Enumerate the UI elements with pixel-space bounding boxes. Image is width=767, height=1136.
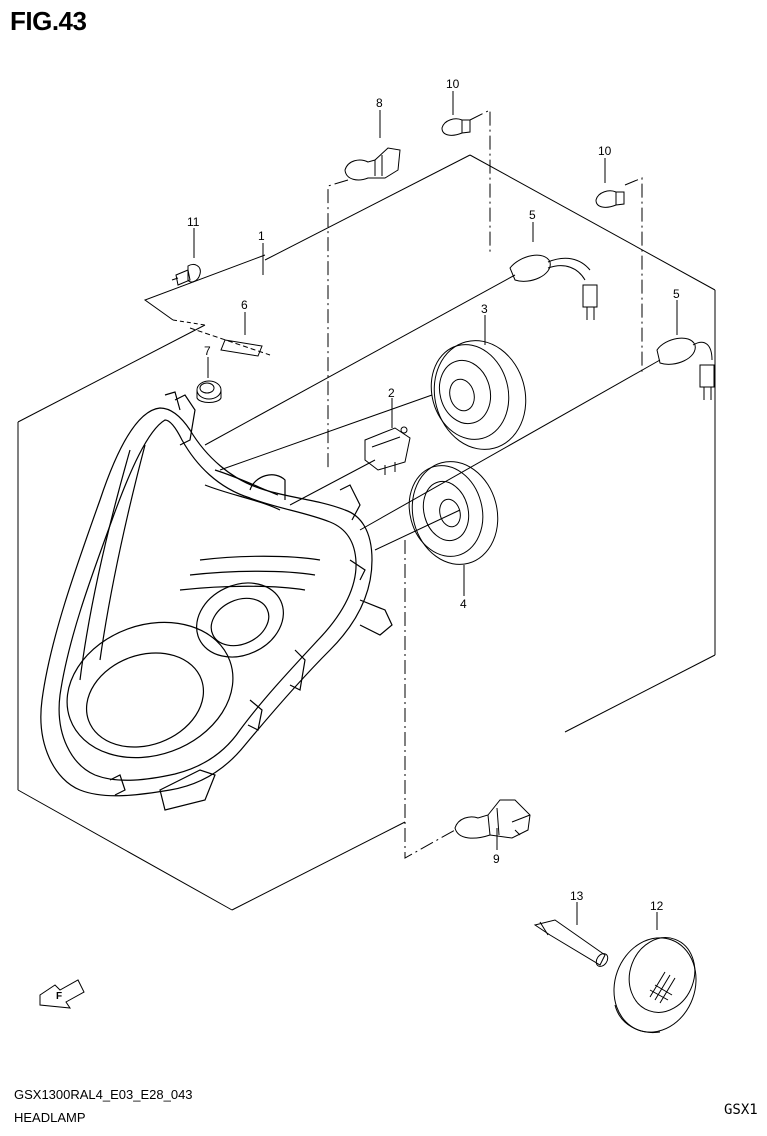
small-bulb-part-10a (441, 118, 471, 136)
bulb-part-9 (454, 799, 531, 839)
screw-part-11 (171, 263, 201, 286)
socket-part-2 (364, 426, 411, 475)
label-part-6 (220, 339, 263, 357)
front-direction-arrow-icon (39, 979, 85, 1009)
wired-socket-part-5b (656, 337, 715, 400)
part-label-10b: 10 (598, 144, 612, 158)
part-label-12: 12 (650, 899, 664, 913)
headlamp-housing (40, 391, 393, 811)
figure-code: GSX1300RAL4_E03_E28_043 (14, 1087, 193, 1102)
small-bulb-part-10b (595, 190, 625, 208)
figure-title: FIG.43 (10, 6, 87, 36)
bulb-part-8 (344, 147, 401, 181)
grommet-part-7 (196, 380, 222, 403)
wired-socket-part-5a (509, 254, 598, 320)
figure-name: HEADLAMP (14, 1110, 86, 1125)
part-label-4: 4 (460, 597, 467, 611)
leader-lines (193, 91, 678, 930)
part-label-6: 6 (241, 298, 248, 312)
part-label-9: 9 (493, 852, 500, 866)
part-label-13: 13 (570, 889, 584, 903)
part-label-8: 8 (376, 96, 383, 110)
part-label-2: 2 (388, 386, 395, 400)
part-label-5a: 5 (529, 208, 536, 222)
cap-part-12 (613, 937, 697, 1034)
front-direction-label: F (56, 991, 62, 1002)
reflector-ring-part-3 (430, 340, 527, 450)
reflector-ring-part-4 (408, 461, 499, 565)
part-label-5b: 5 (673, 287, 680, 301)
part-label-3: 3 (481, 302, 488, 316)
model-code: GSX1 (724, 1102, 758, 1118)
part-label-10a: 10 (446, 77, 460, 91)
part-label-1: 1 (258, 229, 265, 243)
pin-part-13 (533, 919, 609, 967)
assembly-frame (17, 154, 716, 911)
part-label-11: 11 (187, 215, 200, 229)
part-label-7: 7 (204, 344, 211, 358)
